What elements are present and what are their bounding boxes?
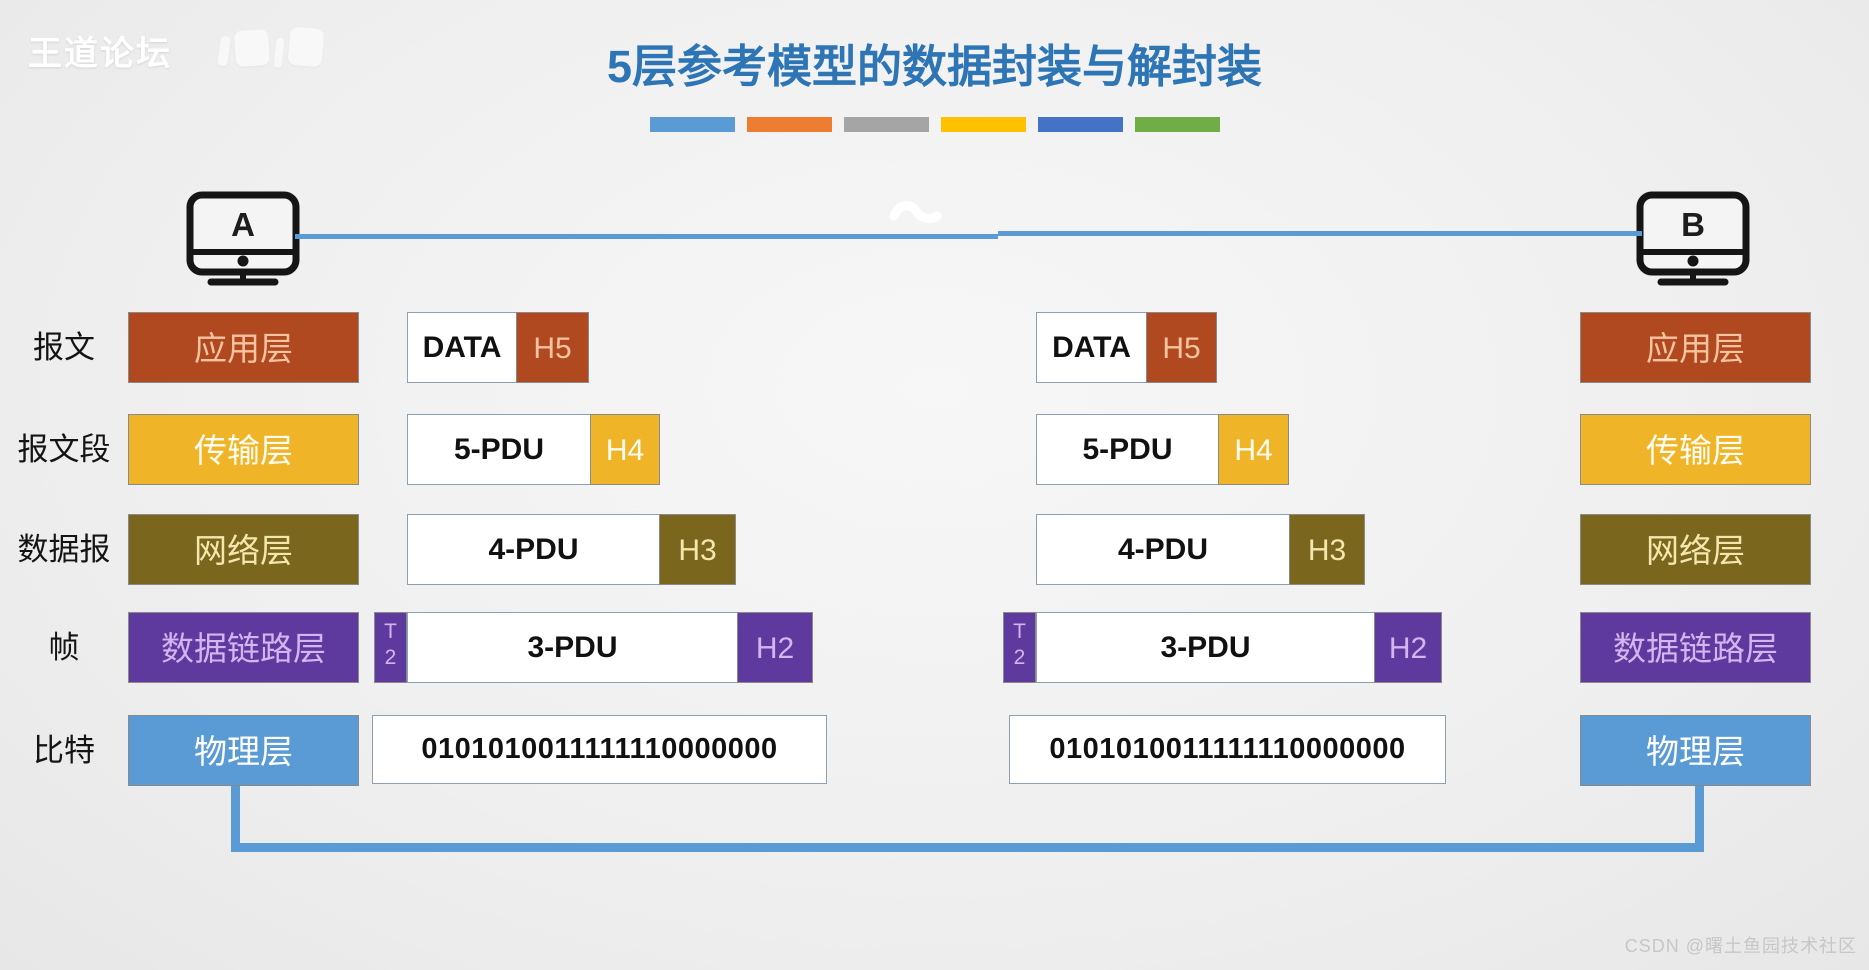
left-5pdu-box: 5-PDU [407,414,591,485]
unit-label-bit: 比特 [33,733,95,768]
left-h4-header-box: H4 [590,414,660,485]
right-5pdu-box: 5-PDU [1036,414,1219,485]
right-datalink-layer-box: 数据链路层 [1580,612,1811,683]
left-application-layer-box: 应用层 [128,312,359,383]
right-h4-header-box: H4 [1218,414,1289,485]
accent-bar-yellow [941,117,1026,132]
host-b-computer-icon: B [1634,190,1752,290]
accent-bar-gray [844,117,929,132]
unit-label-message: 报文 [33,330,95,365]
left-physical-layer-box: 物理层 [128,715,359,786]
left-datalink-layer-box: 数据链路层 [128,612,359,683]
title-accent-bars [650,117,1220,132]
csdn-watermark: CSDN @曙土鱼园技术社区 [1624,936,1857,956]
left-h3-header-box: H3 [659,514,736,585]
right-h5-header-box: H5 [1146,312,1217,383]
right-t2-trailer-box: T 2 [1003,612,1036,683]
right-application-layer-box: 应用层 [1580,312,1811,383]
right-transport-layer-box: 传输层 [1580,414,1811,485]
left-transport-layer-box: 传输层 [128,414,359,485]
left-network-layer-box: 网络层 [128,514,359,585]
host-a-computer-icon: A [184,190,302,290]
trailer-number: 2 [384,646,397,669]
left-bitstream-box: 0101010011111110000000 [372,715,827,784]
unit-label-segment: 报文段 [17,432,111,467]
accent-bar-green [1135,117,1220,132]
right-data-pdu-box: DATA [1036,312,1147,383]
link-line-bottom-left-vertical [231,784,240,852]
link-line-top-left-segment [295,234,998,239]
left-t2-trailer-box: T 2 [374,612,407,683]
left-h2-header-box: H2 [737,612,813,683]
wangdao-forum-watermark: 王道论坛 [28,35,172,73]
unit-label-datagram: 数据报 [17,532,111,567]
pointer-squiggle [889,201,942,223]
right-h3-header-box: H3 [1289,514,1365,585]
right-3pdu-box: 3-PDU [1036,612,1375,683]
left-4pdu-box: 4-PDU [407,514,660,585]
right-h2-header-box: H2 [1374,612,1442,683]
page-title: 5层参考模型的数据封装与解封装 [606,41,1263,92]
link-line-bottom-horizontal [231,843,1704,852]
link-line-top-right-segment [998,231,1642,236]
trailer-number: 2 [1013,646,1026,669]
right-network-layer-box: 网络层 [1580,514,1811,585]
unit-label-frame: 帧 [48,630,80,665]
link-line-bottom-right-vertical [1695,784,1704,852]
right-bitstream-box: 0101010011111110000000 [1009,715,1446,784]
host-a-label: A [231,206,255,243]
left-3pdu-box: 3-PDU [407,612,738,683]
left-data-pdu-box: DATA [407,312,517,383]
host-b-label: B [1681,206,1705,243]
right-physical-layer-box: 物理层 [1580,715,1811,786]
accent-bar-blue [650,117,735,132]
accent-bar-darkblue [1038,117,1123,132]
accent-bar-orange [747,117,832,132]
left-h5-header-box: H5 [516,312,589,383]
trailer-letter: T [1013,620,1026,643]
right-4pdu-box: 4-PDU [1036,514,1290,585]
trailer-letter: T [384,620,397,643]
